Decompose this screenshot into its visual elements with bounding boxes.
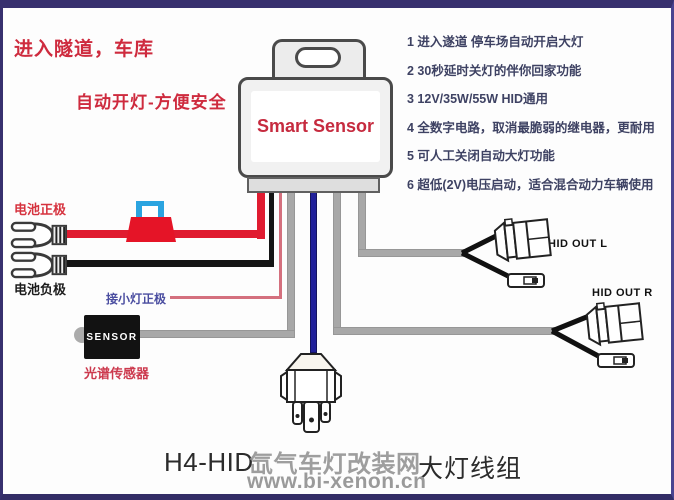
tagline-line1: 进入隧道，车库 xyxy=(14,39,155,60)
hid-out-left-label: HID OUT L xyxy=(548,238,608,250)
tagline-line2: 自动开灯-方便安全 xyxy=(76,93,227,112)
battery-positive-wire-vertical xyxy=(257,191,265,239)
battery-negative-terminal-icon xyxy=(10,251,68,279)
watermark-url: www.bi-xenon.cn xyxy=(247,470,427,493)
feature-item-2: 2 30秒延时关灯的伴你回家功能 xyxy=(407,63,582,78)
sensor-chip: SENSOR xyxy=(84,315,140,359)
device-mounting-hole xyxy=(295,47,341,68)
battery-positive-label: 电池正极 xyxy=(14,202,67,217)
hid-out-left-connector-icon xyxy=(460,218,552,288)
hid-left-wire-horizontal xyxy=(358,249,468,257)
feature-item-4: 4 全数字电路，取消最脆弱的继电器，更耐用 xyxy=(407,120,655,135)
h4-input-wire xyxy=(310,191,317,353)
device-connector-base xyxy=(247,177,380,193)
battery-negative-wire-vertical xyxy=(269,191,274,267)
hid-out-right-label: HID OUT R xyxy=(592,287,653,299)
fuse-holder-icon xyxy=(126,217,176,242)
feature-item-3: 3 12V/35W/55W HID通用 xyxy=(407,92,549,106)
fuse-holder-clip-notch xyxy=(142,206,158,220)
h4-plug-icon xyxy=(280,353,342,433)
light-sensor-label: 光谱传感器 xyxy=(84,366,150,381)
parking-light-positive-label: 接小灯正极 xyxy=(106,292,167,306)
hid-out-right-connector-icon xyxy=(550,302,644,368)
battery-negative-label: 电池负极 xyxy=(14,282,67,297)
product-title-prefix: H4-HID xyxy=(164,447,254,477)
sensor-wire-horizontal xyxy=(132,330,295,338)
hid-right-wire-vertical xyxy=(333,191,341,335)
parking-light-wire-vertical xyxy=(279,191,282,298)
hid-left-wire-vertical xyxy=(358,191,366,257)
feature-item-6: 6 超低(2V)电压启动，适合混合动力车辆使用 xyxy=(407,177,654,192)
feature-item-1: 1 进入遂道 停车场自动开启大灯 xyxy=(407,35,584,49)
device-label: Smart Sensor xyxy=(251,91,380,162)
battery-negative-wire-horizontal xyxy=(56,260,274,267)
feature-list: 1 进入遂道 停车场自动开启大灯 2 30秒延时关灯的伴你回家功能 3 12V/… xyxy=(407,31,671,202)
product-title-suffix: 大灯线组 xyxy=(418,455,523,483)
battery-positive-terminal-icon xyxy=(10,221,68,249)
feature-item-5: 5 可人工关闭自动大灯功能 xyxy=(407,149,555,163)
watermark-text: 氙气车灯改装网 xyxy=(249,451,421,478)
hid-right-wire-horizontal xyxy=(333,327,557,335)
sensor-wire-vertical xyxy=(287,191,295,338)
parking-light-wire-horizontal xyxy=(170,296,282,299)
